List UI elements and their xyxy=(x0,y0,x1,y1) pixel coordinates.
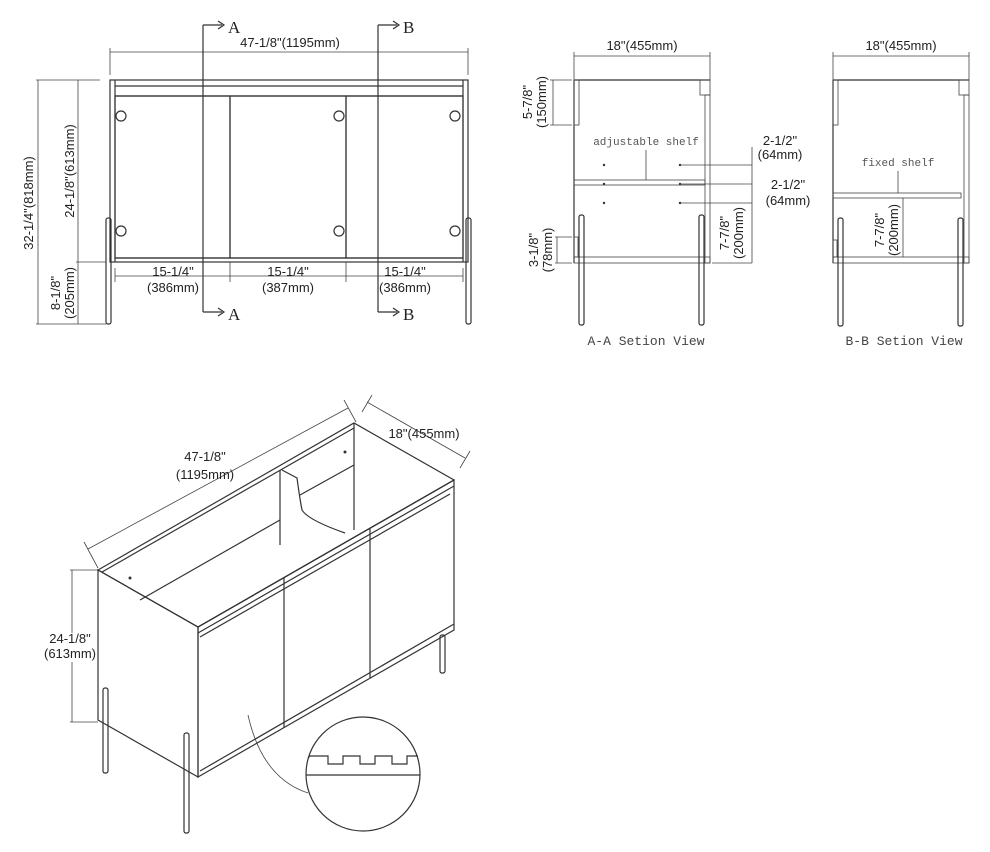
leg-height-in: 8-1/8" xyxy=(48,275,63,310)
door-width-1-mm: (386mm) xyxy=(147,280,199,295)
shelf-height-mm-a: (200mm) xyxy=(731,207,746,259)
spacing2-mm: (64mm) xyxy=(766,193,811,208)
spacing1-in: 2-1/2" xyxy=(763,133,798,148)
door-right xyxy=(345,95,464,259)
adjustable-shelf xyxy=(573,179,706,186)
spacing1-mm: (64mm) xyxy=(758,147,803,162)
leg-bracket-mm: (78mm) xyxy=(540,228,555,273)
iso-width-in: 47-1/8" xyxy=(184,449,226,464)
iso-height-mm: (613mm) xyxy=(44,646,96,661)
top-rail-mm: (150mm) xyxy=(534,76,549,128)
door-width-3-mm: (386mm) xyxy=(379,280,431,295)
section-b-marker-top: B xyxy=(403,18,414,37)
door-width-2-mm: (387mm) xyxy=(262,280,314,295)
front-view: 47-1/8"(1195mm) A A B B xyxy=(21,18,472,325)
cabinet-height-label: 24-1/8"(613mm) xyxy=(62,124,77,217)
door-width-2-in: 15-1/4" xyxy=(267,264,309,279)
section-a-depth: 18"(455mm) xyxy=(606,38,677,53)
fixed-shelf xyxy=(832,192,962,199)
door-width-1-in: 15-1/4" xyxy=(152,264,194,279)
leg-height-mm: (205mm) xyxy=(62,267,77,319)
shelf-height-in-a: 7-7/8" xyxy=(717,215,732,250)
iso-height-in: 24-1/8" xyxy=(49,631,91,646)
overall-height-label: 32-1/4"(818mm) xyxy=(21,156,36,249)
isometric-view: 47-1/8" (1195mm) 18"(455mm) 24-1/8" (613… xyxy=(44,394,471,834)
iso-width-mm: (1195mm) xyxy=(176,467,234,482)
fixed-shelf-label: fixed shelf xyxy=(862,158,935,170)
leg-bracket-in: 3-1/8" xyxy=(526,232,541,267)
section-a-view: 18"(455mm) adjustable shelf 5-7/8" (150m… xyxy=(520,38,810,349)
section-b-view: 18"(455mm) fixed shelf 7-7/8" (200mm) B-… xyxy=(832,38,970,349)
top-rail-in: 5-7/8" xyxy=(520,84,535,119)
shelf-height-mm-b: (200mm) xyxy=(886,204,901,256)
door-middle xyxy=(229,95,347,259)
iso-depth: 18"(455mm) xyxy=(388,426,459,441)
door-left xyxy=(114,95,231,259)
spacing2-in: 2-1/2" xyxy=(771,177,806,192)
door-width-3-in: 15-1/4" xyxy=(384,264,426,279)
adjustable-shelf-label: adjustable shelf xyxy=(593,137,699,149)
section-b-caption: B-B Setion View xyxy=(845,334,962,349)
section-a-marker-top: A xyxy=(228,18,241,37)
section-b-marker-bottom: B xyxy=(403,305,414,324)
overall-width-label: 47-1/8"(1195mm) xyxy=(240,35,340,50)
flute-detail-callout xyxy=(305,716,421,832)
shelf-height-in-b: 7-7/8" xyxy=(872,212,887,247)
section-a-caption: A-A Setion View xyxy=(587,334,704,349)
section-a-marker-bottom: A xyxy=(228,305,241,324)
section-b-depth: 18"(455mm) xyxy=(865,38,936,53)
